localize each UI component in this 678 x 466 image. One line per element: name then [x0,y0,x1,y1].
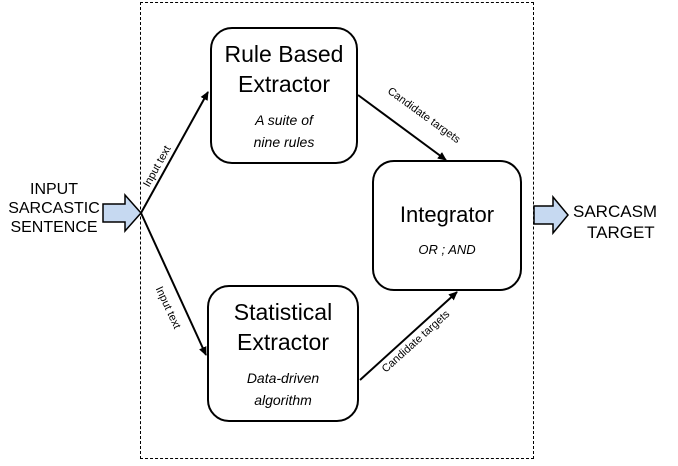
output-label-line: TARGET [587,223,655,242]
rule-extractor-title: Extractor [237,71,331,97]
rule-based-extractor-box: Rule Based Extractor A suite of nine rul… [210,27,358,164]
input-label-line: INPUT [30,181,78,198]
input-label-line: SENTENCE [10,219,98,236]
arrow-stat-to-integrator [359,291,458,381]
edge-label-stat-to-integrator: Candidate targets [380,308,453,375]
edge-label-rule-to-integrator: Candidate targets [385,85,463,146]
integrator-description: OR ; AND [418,242,476,257]
integrator-title: Integrator [399,202,495,227]
input-block-arrow [102,193,143,233]
integrator-box: Integrator OR ; AND [372,160,522,291]
rule-extractor-title: Rule Based [224,41,344,67]
arrow-input-to-stat [140,212,207,356]
system-boundary [140,2,534,459]
stat-extractor-description: Data-driven [246,370,320,386]
arrow-input-to-rule [140,91,209,214]
stat-extractor-description: algorithm [254,392,312,408]
statistical-extractor-box: Statistical Extractor Data-driven algori… [207,285,359,422]
input-label-line: SARCASTIC [8,200,100,217]
edge-label-input-to-stat: Input text [153,285,183,331]
stat-extractor-title: Extractor [236,329,330,355]
rule-extractor-description: A suite of [255,112,313,128]
rule-extractor-description: nine rules [253,134,315,150]
output-label-line: SARCASM [573,202,658,221]
arrow-rule-to-integrator [357,94,447,161]
output-block-arrow [533,194,569,236]
stat-extractor-title: Statistical [233,299,333,325]
sarcasm-target-label: SARCASM TARGET [573,201,673,243]
input-sentence-label: INPUT SARCASTIC SENTENCE [0,180,108,237]
